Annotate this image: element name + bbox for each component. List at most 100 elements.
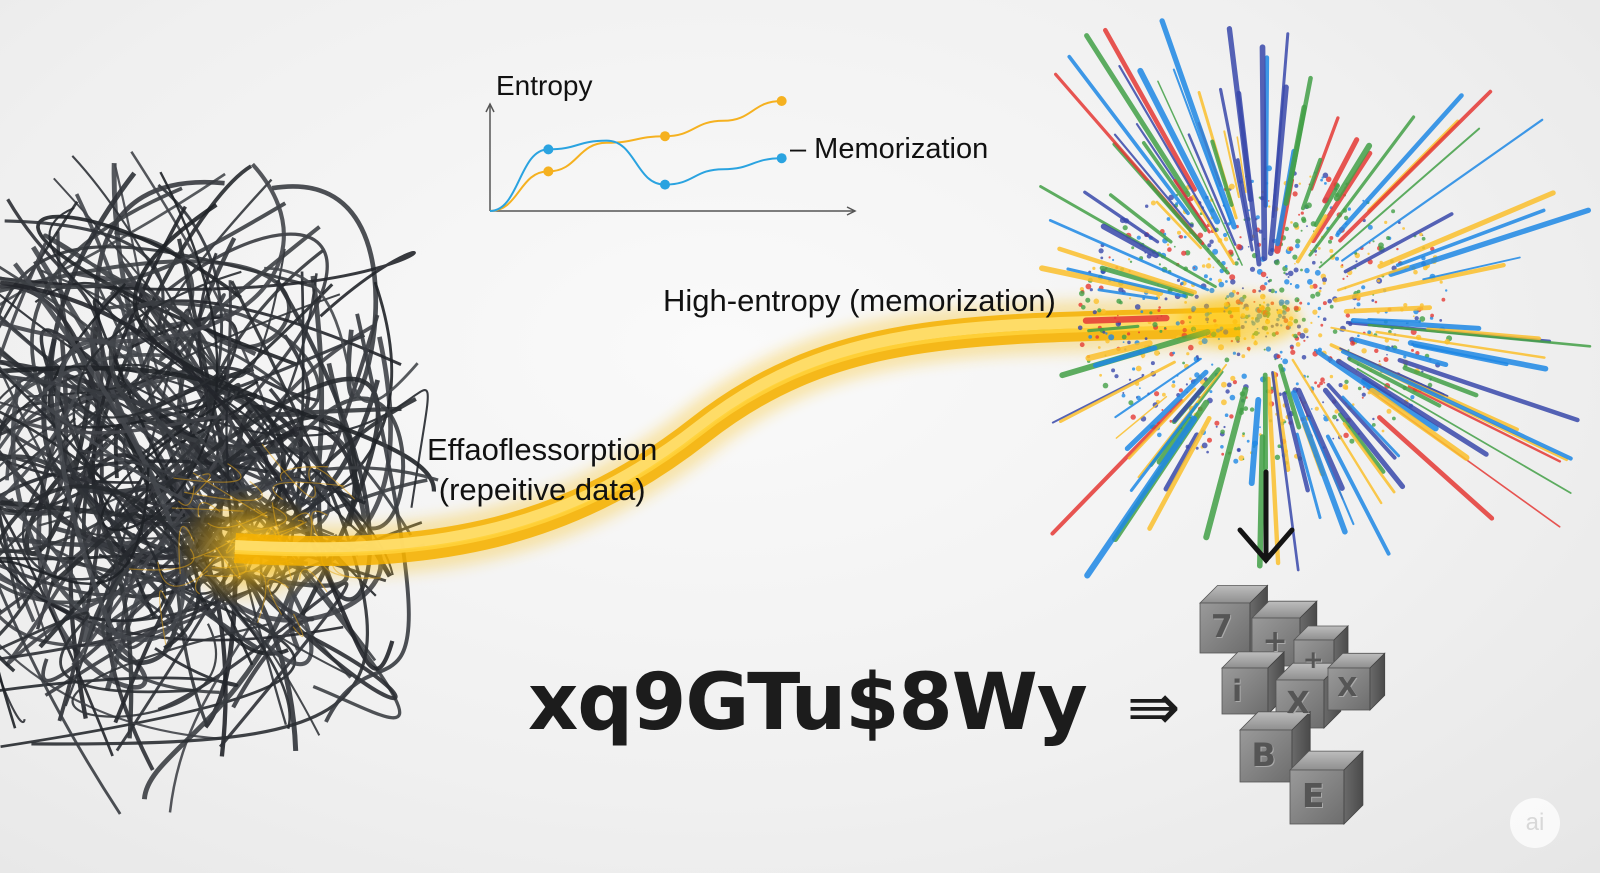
color-burst-explosion <box>1039 18 1592 579</box>
glowing-wire <box>308 466 356 500</box>
burst-speck <box>1285 272 1289 276</box>
burst-speck <box>1301 216 1306 222</box>
wire-strand <box>0 400 94 611</box>
burst-speck <box>1361 396 1364 399</box>
burst-speck <box>1314 406 1319 411</box>
burst-speck <box>1292 254 1298 260</box>
burst-speck <box>1344 379 1349 384</box>
burst-speck <box>1329 236 1334 240</box>
burst-speck <box>1312 260 1316 265</box>
wire-strand <box>324 313 411 723</box>
burst-speck <box>1306 335 1309 339</box>
burst-speck <box>1081 305 1086 310</box>
burst-speck <box>1335 256 1339 261</box>
burst-speck <box>1344 215 1349 221</box>
burst-speck <box>1138 331 1140 334</box>
burst-speck <box>1311 408 1313 410</box>
wire-strand <box>4 219 366 413</box>
burst-speck <box>1139 387 1141 389</box>
burst-speck <box>1209 390 1213 394</box>
burst-streak <box>1236 136 1247 193</box>
wire-strand <box>21 273 318 581</box>
burst-speck <box>1134 304 1141 310</box>
cube-glyph: + <box>1302 644 1324 674</box>
burst-speck <box>1332 329 1338 334</box>
burst-streak <box>1336 93 1464 236</box>
burst-speck <box>1192 265 1198 271</box>
glowing-wire <box>292 613 304 638</box>
burst-speck <box>1377 279 1380 283</box>
burst-speck <box>1292 191 1298 197</box>
cube-glyph: 7 <box>1211 609 1233 645</box>
burst-speck <box>1322 401 1325 404</box>
burst-speck <box>1309 175 1312 178</box>
burst-speck <box>1218 281 1225 288</box>
burst-speck <box>1225 389 1230 394</box>
burst-speck <box>1105 339 1110 344</box>
burst-speck <box>1334 409 1339 414</box>
burst-streak <box>1341 118 1544 262</box>
burst-streak <box>1084 415 1198 579</box>
token-string: xq9GTu$8Wy <box>528 658 1088 748</box>
burst-speck <box>1343 432 1349 438</box>
burst-speck <box>1258 196 1261 199</box>
burst-streak <box>1259 44 1268 262</box>
burst-speck <box>1224 413 1229 418</box>
burst-speck <box>1128 400 1134 406</box>
burst-streak <box>1039 185 1217 289</box>
burst-speck <box>1114 374 1119 379</box>
wire-strand <box>10 262 186 643</box>
burst-speck <box>1188 344 1194 351</box>
burst-speck <box>1381 429 1385 433</box>
burst-streak <box>1236 90 1262 267</box>
burst-speck <box>1209 277 1213 281</box>
burst-speck <box>1355 260 1358 263</box>
burst-speck <box>1186 352 1190 356</box>
burst-speck <box>1229 414 1234 419</box>
burst-streak <box>1039 265 1164 296</box>
burst-streak <box>1339 347 1449 397</box>
wire-strand <box>5 193 132 481</box>
burst-speck <box>1237 448 1240 452</box>
burst-speck <box>1150 361 1155 366</box>
burst-streak <box>1283 104 1307 206</box>
burst-speck <box>1361 285 1366 290</box>
burst-speck <box>1419 232 1423 237</box>
burst-speck <box>1184 250 1191 256</box>
burst-speck <box>1361 348 1367 354</box>
burst-speck <box>1319 381 1323 386</box>
glowing-wire <box>194 473 211 495</box>
burst-speck <box>1241 287 1244 290</box>
cube-glyph: B <box>1251 736 1276 775</box>
burst-speck <box>1439 280 1443 284</box>
burst-speck <box>1157 309 1161 312</box>
burst-speck <box>1166 243 1170 246</box>
burst-speck <box>1300 211 1304 215</box>
burst-streak <box>1048 218 1210 292</box>
burst-speck <box>1292 222 1299 228</box>
burst-streak <box>1271 371 1300 572</box>
burst-speck <box>1166 217 1171 221</box>
burst-speck <box>1353 307 1356 310</box>
burst-streak <box>1236 158 1254 242</box>
burst-speck <box>1236 291 1240 295</box>
burst-speck <box>1092 266 1096 270</box>
burst-speck <box>1392 416 1396 421</box>
burst-speck <box>1236 243 1242 250</box>
burst-streak <box>1147 415 1212 531</box>
cube-glyph: i <box>1232 673 1243 708</box>
burst-speck <box>1284 226 1290 232</box>
burst-speck <box>1299 301 1303 305</box>
burst-speck <box>1265 346 1271 352</box>
burst-speck <box>1175 321 1180 326</box>
burst-speck <box>1150 200 1156 206</box>
burst-speck <box>1232 380 1237 385</box>
burst-speck <box>1206 450 1209 454</box>
wire-strand <box>0 611 199 694</box>
burst-speck <box>1141 373 1145 377</box>
burst-speck <box>1287 276 1290 278</box>
burst-speck <box>1329 249 1334 253</box>
burst-speck <box>1079 342 1085 348</box>
wire-strand <box>0 454 134 739</box>
symbol-cube <box>1327 652 1386 711</box>
